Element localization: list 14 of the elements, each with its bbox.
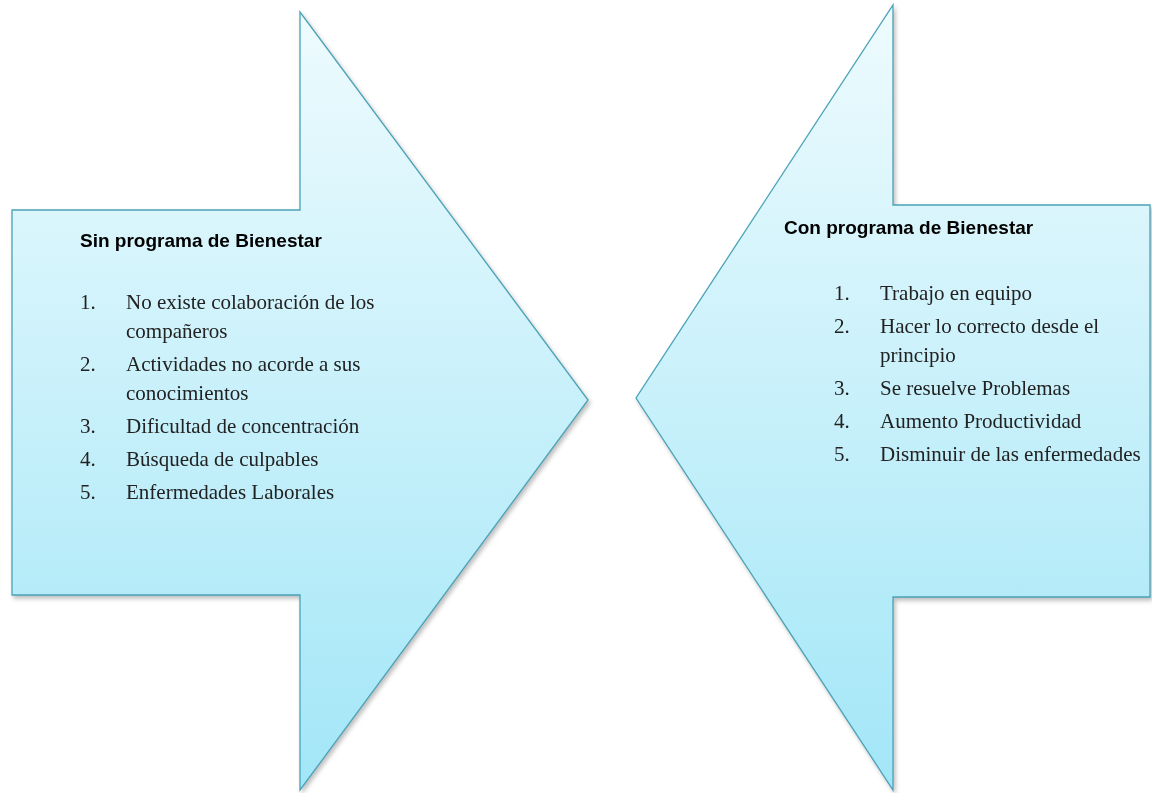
list-item: 2. Actividades no acorde a sus conocimientos bbox=[80, 351, 362, 407]
heading: Con programa de Bienestar bbox=[784, 217, 1034, 239]
list-item: 5. Enfermedades Laborales bbox=[80, 479, 336, 506]
list-item: 3. Dificultad de concentración bbox=[80, 413, 361, 440]
arrow-shape bbox=[12, 12, 588, 790]
heading: Sin programa de Bienestar bbox=[80, 230, 322, 252]
arrow-shape bbox=[636, 5, 1150, 790]
list-item: 4. Búsqueda de culpables bbox=[80, 446, 320, 473]
list-item: 1. Trabajo en equipo bbox=[834, 280, 1034, 307]
list-item: 2. Hacer lo correcto desde el principio bbox=[834, 313, 1101, 369]
list-item: 3. Se resuelve Problemas bbox=[834, 375, 1072, 402]
list-item: 4. Aumento Productividad bbox=[834, 408, 1083, 435]
list-item: 5. Disminuir de las enfermedades bbox=[834, 441, 1142, 468]
list-item: 1. No existe colaboración de los compañeros bbox=[80, 289, 376, 345]
